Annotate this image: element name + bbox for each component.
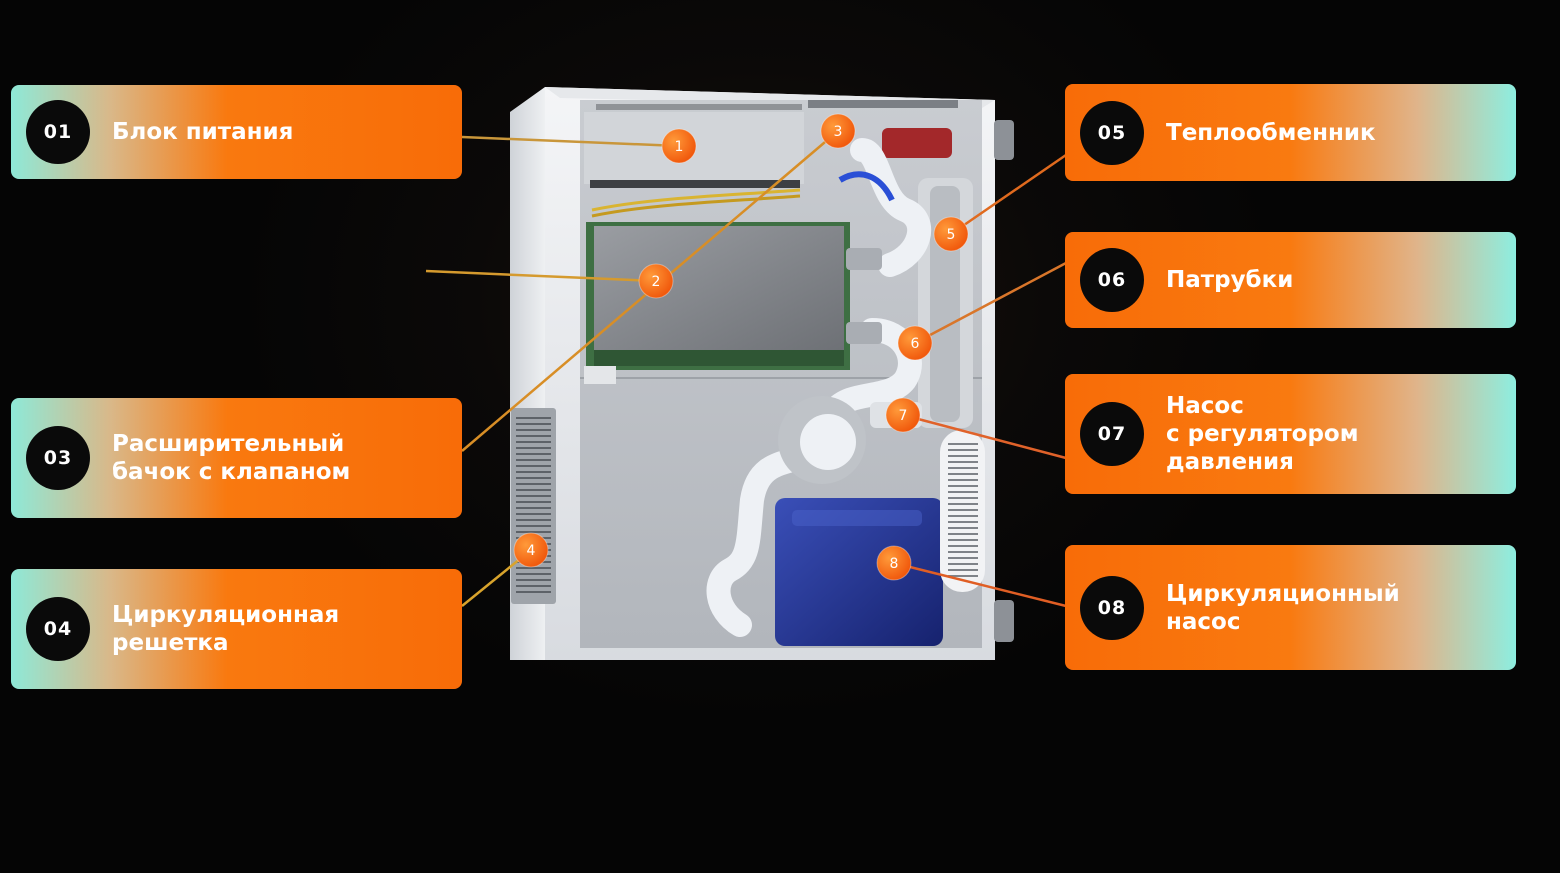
marker-label: 7: [899, 408, 908, 424]
marker-label: 5: [947, 227, 956, 243]
number-badge: 04: [26, 597, 90, 661]
marker-label: 1: [675, 139, 684, 155]
card-title: Расширительный бачок с клапаном: [112, 431, 351, 485]
card-power-supply: 01 Блок питания: [11, 85, 462, 179]
circulation-pump: [775, 498, 943, 646]
side-fins: [940, 430, 985, 592]
card-pipes: 06 Патрубки: [1065, 232, 1516, 328]
marker-label: 6: [911, 336, 920, 352]
marker-3: 3: [820, 113, 856, 149]
card-pressure-pump: 07 Насос с регулятором давления: [1065, 374, 1516, 494]
card-title: Насос с регулятором давления: [1166, 393, 1359, 475]
marker-label: 2: [652, 274, 661, 290]
card-heat-exchanger: 05 Теплообменник: [1065, 84, 1516, 181]
number-badge: 08: [1080, 576, 1144, 640]
marker-7: 7: [885, 397, 921, 433]
marker-8: 8: [876, 545, 912, 581]
card-title: Блок питания: [112, 119, 294, 145]
connector-top: [994, 120, 1014, 160]
card-circulation-grille: 04 Циркуляционная решетка: [11, 569, 462, 689]
marker-label: 8: [890, 556, 899, 572]
number-badge: 07: [1080, 402, 1144, 466]
number-badge: 05: [1080, 101, 1144, 165]
blue-hose: [838, 171, 895, 202]
number-badge: 06: [1080, 248, 1144, 312]
marker-label: 3: [834, 124, 843, 140]
marker-label: 4: [527, 543, 536, 559]
number-badge: 01: [26, 100, 90, 164]
marker-2: 2: [638, 263, 674, 299]
number-badge: 03: [26, 426, 90, 490]
control-board: [584, 222, 850, 384]
card-circulation-pump: 08 Циркуляционный насос: [1065, 545, 1516, 670]
marker-1: 1: [661, 128, 697, 164]
card-title: Теплообменник: [1166, 120, 1376, 146]
card-title: Циркуляционный насос: [1166, 581, 1400, 635]
marker-4: 4: [513, 532, 549, 568]
card-title: Патрубки: [1166, 267, 1294, 293]
circulation-grille: [511, 408, 556, 604]
marker-5: 5: [933, 216, 969, 252]
fitting-lower: [846, 322, 882, 344]
card-title: Циркуляционная решетка: [112, 602, 340, 656]
marker-6: 6: [897, 325, 933, 361]
component-markers: 1 2 3 4 5 6 7 8: [513, 113, 969, 581]
fitting-upper: [846, 248, 882, 270]
card-expansion-tank: 03 Расширительный бачок с клапаном: [11, 398, 462, 518]
connector-bottom: [994, 600, 1014, 642]
